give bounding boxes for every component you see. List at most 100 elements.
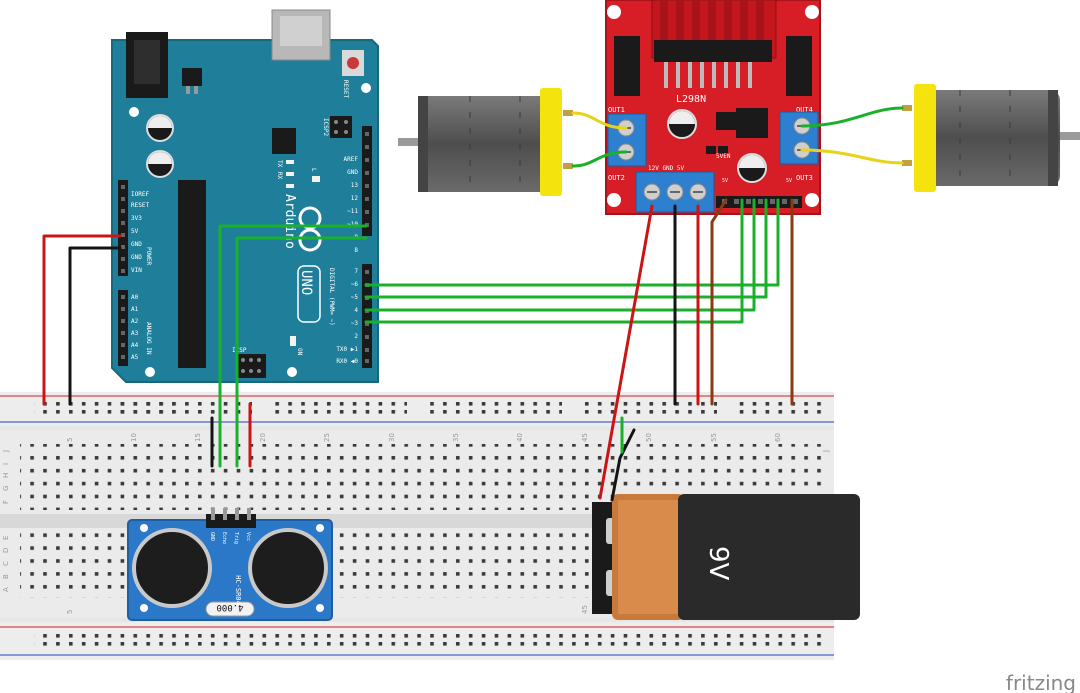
- col-num: 30: [388, 433, 396, 442]
- svg-text:ON: ON: [296, 348, 303, 356]
- svg-text:5V: 5V: [786, 178, 792, 184]
- svg-text:A2: A2: [131, 318, 139, 325]
- svg-text:AREF: AREF: [344, 156, 359, 163]
- svg-text:~6: ~6: [351, 281, 359, 288]
- svg-text:POWER: POWER: [145, 247, 152, 265]
- svg-text:A5: A5: [131, 354, 139, 361]
- svg-text:C: C: [2, 561, 10, 566]
- svg-text:~5: ~5: [351, 294, 359, 301]
- col-num: 40: [516, 433, 524, 442]
- col-num: 5: [66, 610, 74, 614]
- out1-label: OUT1: [608, 106, 625, 114]
- breadboard-bottom-rail: [0, 622, 834, 660]
- wire-12v: [598, 204, 654, 500]
- wire-pin4: [364, 198, 756, 312]
- svg-text:7: 7: [354, 268, 358, 275]
- fritzing-watermark: fritzing: [1006, 671, 1076, 693]
- col-num: 60: [774, 433, 782, 442]
- wire-battery-neg: [610, 428, 636, 502]
- ultrasonic-transducer-left: [132, 528, 212, 608]
- col-num: 20: [259, 433, 267, 442]
- svg-text:13: 13: [351, 182, 359, 189]
- svg-text:A: A: [2, 587, 10, 592]
- svg-text:L: L: [310, 168, 317, 172]
- arduino-logo: [298, 206, 322, 252]
- svg-text:D: D: [2, 548, 10, 553]
- svg-text:A1: A1: [131, 306, 139, 313]
- svg-text:B: B: [2, 574, 10, 579]
- wire-motor-left-2: [571, 150, 628, 168]
- svg-text:8: 8: [354, 247, 358, 254]
- breadboard-column-numbers: 5 10 15 20 25 30 35 40 45 50 55 60 5 45: [66, 433, 782, 614]
- out3-label: OUT3: [796, 174, 813, 182]
- dc-motor-right: [902, 84, 1080, 192]
- svg-text:GND: GND: [347, 169, 358, 176]
- wire-sensor-echo: [218, 224, 368, 468]
- svg-text:~11: ~11: [347, 208, 358, 215]
- svg-text:12: 12: [351, 195, 359, 202]
- wire-enable-left: [710, 198, 728, 406]
- svg-text:A4: A4: [131, 342, 139, 349]
- atmega-chip: [178, 180, 206, 368]
- svg-text:I: I: [2, 463, 10, 465]
- svg-text:3V3: 3V3: [131, 215, 142, 222]
- svg-text:Vcc: Vcc: [245, 532, 251, 541]
- l298n-driver-board: L298N 5VEN OUT1 OUT2 OUT4 OUT3 12V GND 5…: [605, 0, 821, 215]
- wire-5v-arduino: [42, 234, 122, 406]
- dc-motor-left: [398, 88, 573, 196]
- svg-text:~3: ~3: [351, 320, 359, 327]
- col-num: 45: [581, 433, 589, 442]
- svg-text:RX: RX: [276, 172, 283, 180]
- svg-text:4: 4: [354, 307, 358, 314]
- wire-motor-right-1: [800, 106, 904, 128]
- wire-gnd-arduino: [68, 246, 122, 406]
- svg-text:J: J: [2, 450, 10, 453]
- col-num: 15: [194, 433, 202, 442]
- out2-label: OUT2: [608, 174, 625, 182]
- svg-text:Echo: Echo: [221, 532, 227, 544]
- power-terminals-label: 12V GND 5V: [648, 165, 685, 172]
- col-num: 35: [452, 433, 460, 442]
- svg-text:VIN: VIN: [131, 267, 142, 274]
- wire-pin3: [364, 198, 744, 324]
- arduino-uno-board: RESET ICSP2 TX RX L Arduino UNO: [111, 9, 379, 383]
- col-num: 45: [581, 605, 589, 614]
- terminal-out3-out4: [779, 111, 819, 165]
- svg-text:RX0 ◀0: RX0 ◀0: [336, 358, 358, 365]
- svg-text:5VEN: 5VEN: [716, 153, 731, 160]
- reset-label: RESET: [342, 80, 349, 98]
- svg-text:ICSP2: ICSP2: [322, 118, 329, 136]
- power-header: IOREF RESET 3V3 5V GND GND VIN POWER: [118, 180, 152, 276]
- svg-text:F: F: [2, 500, 10, 504]
- l298n-label: L298N: [676, 94, 706, 105]
- svg-text:H: H: [2, 473, 10, 478]
- wire-pin6: [364, 198, 780, 287]
- ultrasonic-transducer-right: [248, 528, 328, 608]
- 9v-battery: 9V: [592, 494, 860, 620]
- sensor-name: HC-SR04: [234, 575, 242, 605]
- svg-text:GND: GND: [131, 254, 142, 261]
- crystal-label: 4.000: [216, 602, 243, 612]
- col-num: 5: [66, 438, 74, 442]
- wire-motor-left-1: [571, 111, 628, 130]
- breadboard-top-rail: [0, 392, 834, 426]
- svg-text:Trig: Trig: [233, 532, 239, 544]
- control-header: [716, 196, 802, 208]
- svg-text:G: G: [2, 486, 10, 491]
- svg-text:5V: 5V: [131, 228, 139, 235]
- svg-text:A3: A3: [131, 330, 139, 337]
- col-num: 25: [323, 433, 331, 442]
- svg-text:GND: GND: [209, 532, 215, 541]
- svg-text:E: E: [2, 536, 10, 540]
- col-num: 50: [645, 433, 653, 442]
- l298n-chip: [654, 40, 772, 62]
- svg-text:5V: 5V: [722, 178, 728, 184]
- arduino-model: UNO: [298, 270, 314, 295]
- col-num: 55: [710, 433, 718, 442]
- svg-text:ICSP: ICSP: [232, 347, 247, 354]
- col-num: 10: [130, 433, 138, 442]
- svg-text:2: 2: [354, 333, 358, 340]
- svg-text:TX0 ▶1: TX0 ▶1: [336, 346, 358, 353]
- terminal-out1-out2: [607, 113, 647, 167]
